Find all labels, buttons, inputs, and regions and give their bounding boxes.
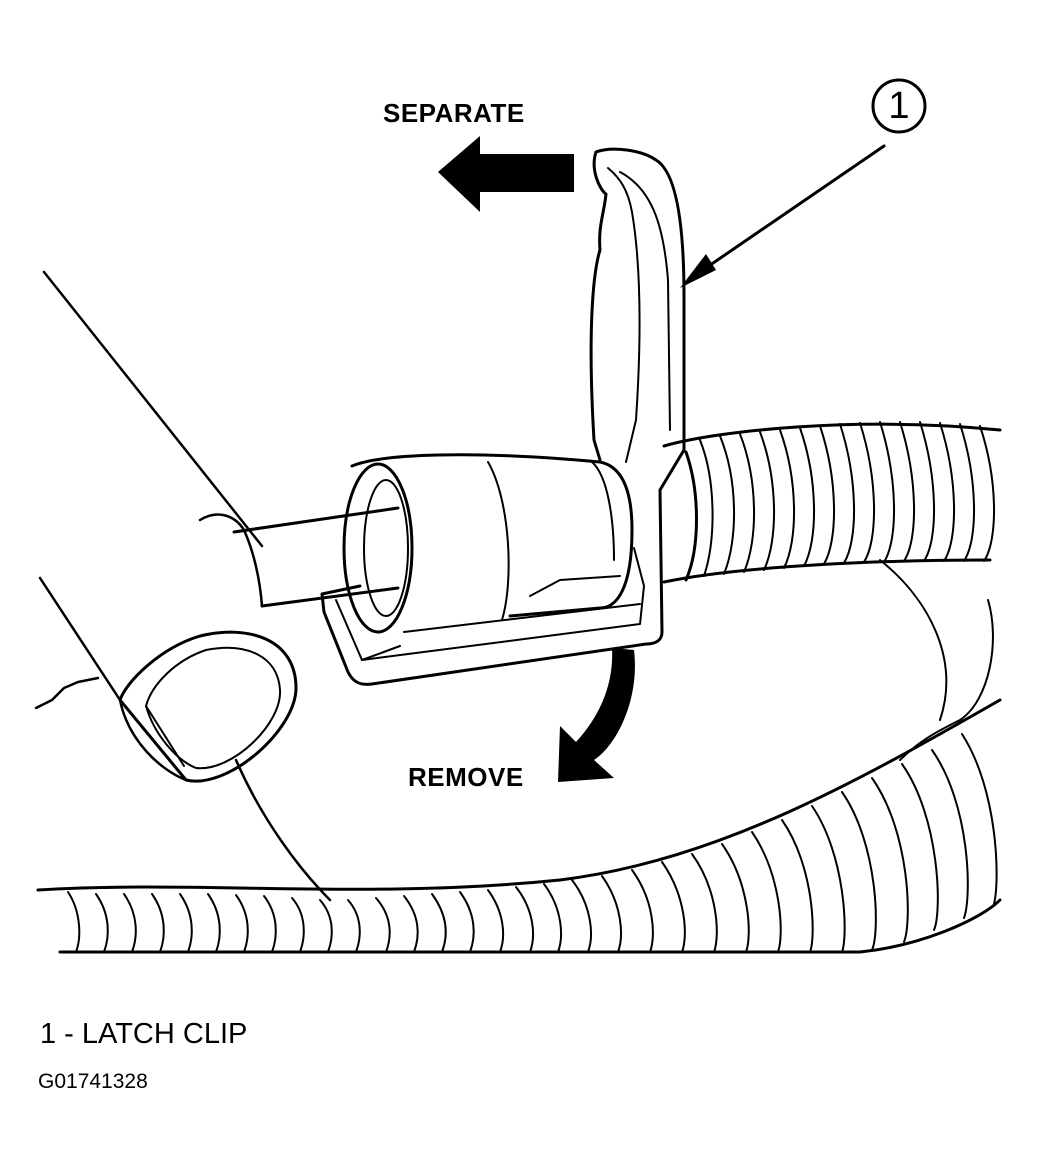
separate-arrow-icon [438, 136, 574, 212]
quick-connector-body [344, 455, 632, 632]
legend-item: 1 - LATCH CLIP [40, 1018, 248, 1050]
latch-clip [322, 149, 684, 684]
figure-id: G01741328 [38, 1070, 148, 1093]
corrugated-hose-upper [664, 422, 1000, 582]
corrugated-hose-lower [38, 560, 1000, 952]
remove-label: REMOVE [408, 762, 524, 792]
callout-number: 1 [888, 85, 910, 127]
fuel-line-rod [200, 508, 398, 606]
callout-circle [873, 80, 925, 132]
callout-leader [700, 146, 884, 272]
body-panel [36, 272, 330, 900]
tube-end [120, 632, 296, 781]
separate-label: SEPARATE [383, 98, 525, 128]
leader-arrowhead-icon [680, 254, 716, 288]
remove-arrow-icon [558, 648, 635, 782]
